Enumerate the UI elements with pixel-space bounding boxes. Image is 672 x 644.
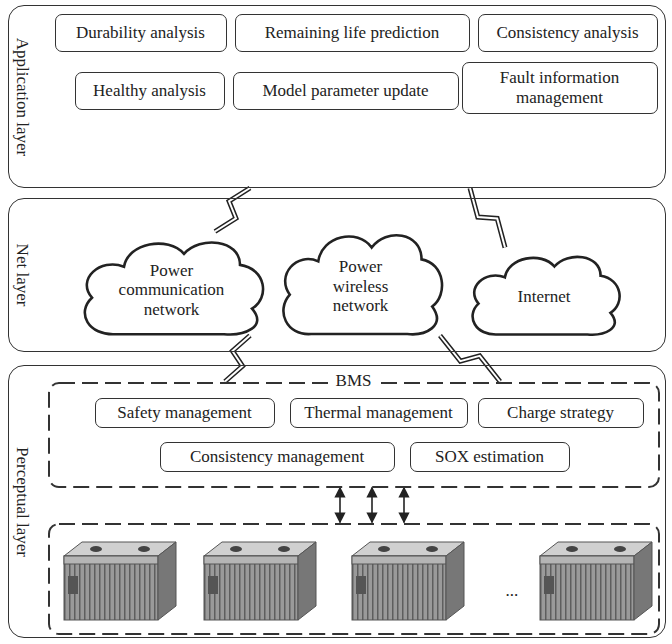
node-label: Fault information management — [463, 68, 657, 107]
function-box: Thermal management — [290, 398, 468, 428]
lightning-link — [470, 188, 505, 248]
network-cloud: Power wireless network — [272, 224, 450, 336]
dashed-outline — [48, 523, 660, 635]
battery-module — [540, 542, 652, 620]
lightning-outline — [215, 188, 250, 232]
cloud-outline — [84, 242, 262, 334]
layer-band: Perceptual layer BMS Safety management Ther… — [8, 365, 666, 638]
node-label: Safety management — [117, 403, 252, 423]
function-box: Consistency analysis — [478, 14, 658, 52]
battery-module — [64, 542, 176, 620]
ellipsis-mark: ... — [500, 581, 525, 601]
lightning-core — [440, 336, 500, 382]
node-label: Model parameter update — [262, 81, 428, 101]
lightning-core — [225, 336, 250, 382]
lightning-outline — [440, 336, 500, 382]
arrow-line — [371, 488, 373, 523]
battery-module — [352, 542, 464, 620]
layer-band: Application layer Durability analysis Rema… — [8, 5, 666, 188]
node-label: Charge strategy — [507, 403, 614, 423]
lightning-core — [215, 188, 250, 232]
function-box: Healthy analysis — [75, 72, 225, 110]
node-label: SOX estimation — [435, 447, 544, 467]
node-label: Power wireless network — [313, 257, 408, 316]
network-cloud: Power communication network — [72, 232, 272, 336]
dashed-group: ... — [48, 523, 660, 635]
node-label: Internet — [499, 287, 589, 307]
node-label: Durability analysis — [76, 23, 205, 43]
node-label: Healthy analysis — [93, 81, 206, 101]
lightning-link — [225, 336, 250, 382]
function-box: Durability analysis — [55, 14, 227, 52]
node-label: Power communication network — [112, 260, 232, 319]
dashed-outline — [49, 524, 659, 634]
network-cloud: Internet — [462, 248, 627, 336]
function-box: Fault information management — [462, 62, 658, 114]
lightning-outline — [225, 336, 250, 382]
lightning-link — [440, 336, 500, 382]
dashed-group: BMSSafety managementThermal managementCh… — [48, 382, 660, 488]
data-arrow — [372, 488, 373, 523]
node-label: Consistency analysis — [496, 23, 638, 43]
function-box: Safety management — [95, 398, 275, 428]
layer-label: Application layer — [12, 37, 32, 156]
group-title: BMS — [330, 371, 378, 391]
cloud-outline — [283, 235, 442, 334]
data-arrow — [404, 488, 405, 523]
layer-label: Perceptual layer — [12, 447, 32, 557]
node-label: Remaining life prediction — [265, 23, 440, 43]
layer-band: Net layer Power communication network Powe… — [8, 198, 666, 352]
function-box: SOX estimation — [410, 442, 570, 472]
dashed-outline — [49, 383, 659, 487]
arrow-line — [339, 488, 341, 523]
node-label: Thermal management — [304, 403, 453, 423]
function-box: Remaining life prediction — [235, 14, 470, 52]
data-arrow — [340, 488, 341, 523]
cloud-outline — [472, 256, 619, 334]
layer-label: Net layer — [12, 244, 32, 307]
node-label: Consistency management — [190, 447, 364, 467]
lightning-outline — [470, 188, 505, 248]
lightning-core — [470, 188, 505, 248]
arrow-line — [403, 488, 405, 523]
function-box: Consistency management — [160, 442, 395, 472]
function-box: Charge strategy — [478, 398, 644, 428]
battery-module — [204, 542, 316, 620]
function-box: Model parameter update — [233, 72, 459, 110]
lightning-link — [215, 188, 250, 232]
